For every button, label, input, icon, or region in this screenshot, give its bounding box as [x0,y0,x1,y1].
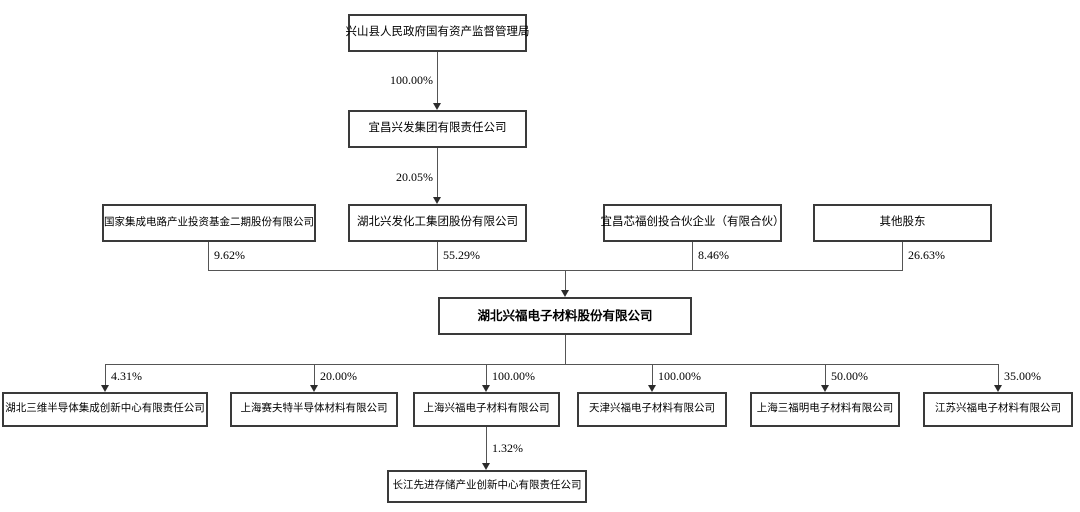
connector-line [486,427,487,463]
arrow-down-icon [648,385,656,392]
node-sub-sanwei: 湖北三维半导体集成创新中心有限责任公司 [2,392,208,427]
edge-label-company-tianjin: 100.00% [658,369,701,383]
edge-label-hubei-company: 55.29% [443,248,480,262]
connector-line [314,364,315,385]
connector-line [565,335,566,364]
connector-line [437,242,438,270]
arrow-down-icon [310,385,318,392]
connector-line [486,364,487,385]
node-yichang-xinfu: 宜昌芯福创投合伙企业（有限合伙） [601,204,785,242]
connector-line [565,270,566,290]
connector-line [902,242,903,270]
node-big-fund: 国家集成电路产业投资基金二期股份有限公司 [102,204,316,242]
connector-line [105,364,106,385]
connector-line [692,242,693,270]
edge-label-yichang-hubei: 20.05% [396,170,433,184]
edge-label-shanghai-changjiang: 1.32% [492,441,523,455]
arrow-down-icon [482,385,490,392]
node-sasac: 兴山县人民政府国有资产监督管理局 [346,14,530,52]
node-yichang-group: 宜昌兴发集团有限责任公司 [348,110,527,148]
connector-line [652,364,653,385]
node-other-shareholders: 其他股东 [813,204,992,242]
edge-label-company-saifute: 20.00% [320,369,357,383]
arrow-down-icon [433,197,441,204]
arrow-down-icon [561,290,569,297]
node-sub-tianjin-xingfu: 天津兴福电子材料有限公司 [577,392,727,427]
node-changjiang-center: 长江先进存储产业创新中心有限责任公司 [387,470,587,503]
edge-label-company-sanfuming: 50.00% [831,369,868,383]
arrow-down-icon [101,385,109,392]
connector-line [998,364,999,385]
arrow-down-icon [994,385,1002,392]
connector-line [437,148,438,197]
edge-label-sasac-yichang: 100.00% [390,73,433,87]
connector-line [825,364,826,385]
node-hubei-xingfa: 湖北兴发化工集团股份有限公司 [348,204,527,242]
connector-bus-line [105,364,999,365]
edge-label-company-jiangsu: 35.00% [1004,369,1041,383]
edge-label-xinfu-company: 8.46% [698,248,729,262]
edge-label-bigfund-company: 9.62% [214,248,245,262]
node-company: 湖北兴福电子材料股份有限公司 [438,297,692,335]
node-sub-jiangsu-xingfu: 江苏兴福电子材料有限公司 [923,392,1073,427]
node-sub-shanghai-xingfu: 上海兴福电子材料有限公司 [413,392,560,427]
node-sub-saifute: 上海赛夫特半导体材料有限公司 [230,392,398,427]
arrow-down-icon [433,103,441,110]
edge-label-company-shanghai: 100.00% [492,369,535,383]
arrow-down-icon [482,463,490,470]
connector-line [208,242,209,270]
edge-label-other-company: 26.63% [908,248,945,262]
connector-bus-line [208,270,903,271]
edge-label-company-sanwei: 4.31% [111,369,142,383]
node-sub-sanfuming: 上海三福明电子材料有限公司 [750,392,900,427]
arrow-down-icon [821,385,829,392]
connector-line [437,52,438,103]
